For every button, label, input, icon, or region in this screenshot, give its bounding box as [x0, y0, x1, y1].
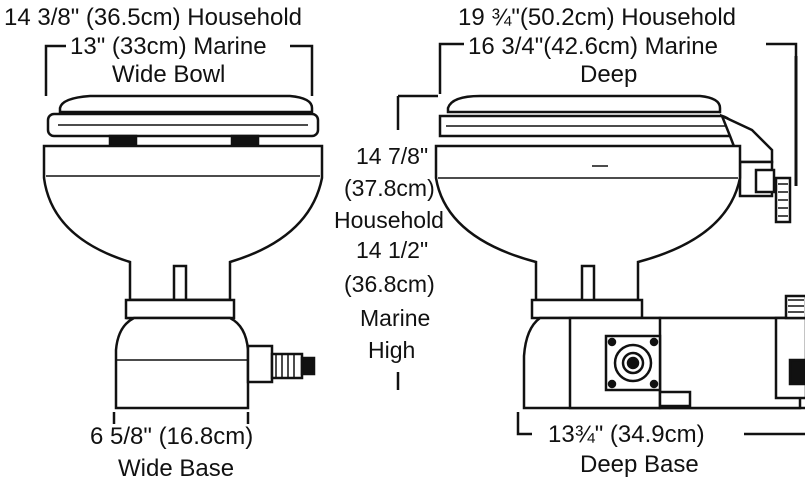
right-height-marine-line-3: Marine — [360, 305, 430, 331]
right-height-marine-line-1: 14 1/2" — [356, 237, 428, 263]
left-base-width-label: 6 5/8" (16.8cm) — [90, 423, 253, 450]
right-height-marine-line-2: (36.8cm) — [344, 271, 435, 297]
left-marine-width-label: 13" (33cm) Marine — [70, 33, 267, 60]
left-base-type-label: Wide Base — [118, 455, 234, 482]
right-base-type-label: Deep Base — [580, 451, 699, 478]
right-marine-width-label: 16 3/4"(42.6cm) Marine — [468, 33, 718, 60]
right-household-width-label: 19 ¾"(50.2cm) Household — [458, 4, 736, 31]
right-toilet-drawing — [434, 56, 805, 410]
right-height-household-line-1: 14 7/8" — [356, 143, 428, 169]
left-toilet-drawing — [42, 94, 324, 410]
left-dimension-lines — [44, 44, 314, 424]
left-bowl-type-label: Wide Bowl — [112, 61, 225, 88]
right-height-marine-line-4: High — [368, 337, 415, 363]
right-height-household-line-2: (37.8cm) — [344, 175, 435, 201]
right-base-width-label: 13¾" (34.9cm) — [548, 421, 705, 448]
right-height-household-line-3: Household — [334, 207, 444, 233]
right-bowl-type-label: Deep — [580, 61, 637, 88]
right-dimension-lines — [396, 42, 805, 436]
left-household-width-label: 14 3/8" (36.5cm) Household — [4, 4, 302, 31]
